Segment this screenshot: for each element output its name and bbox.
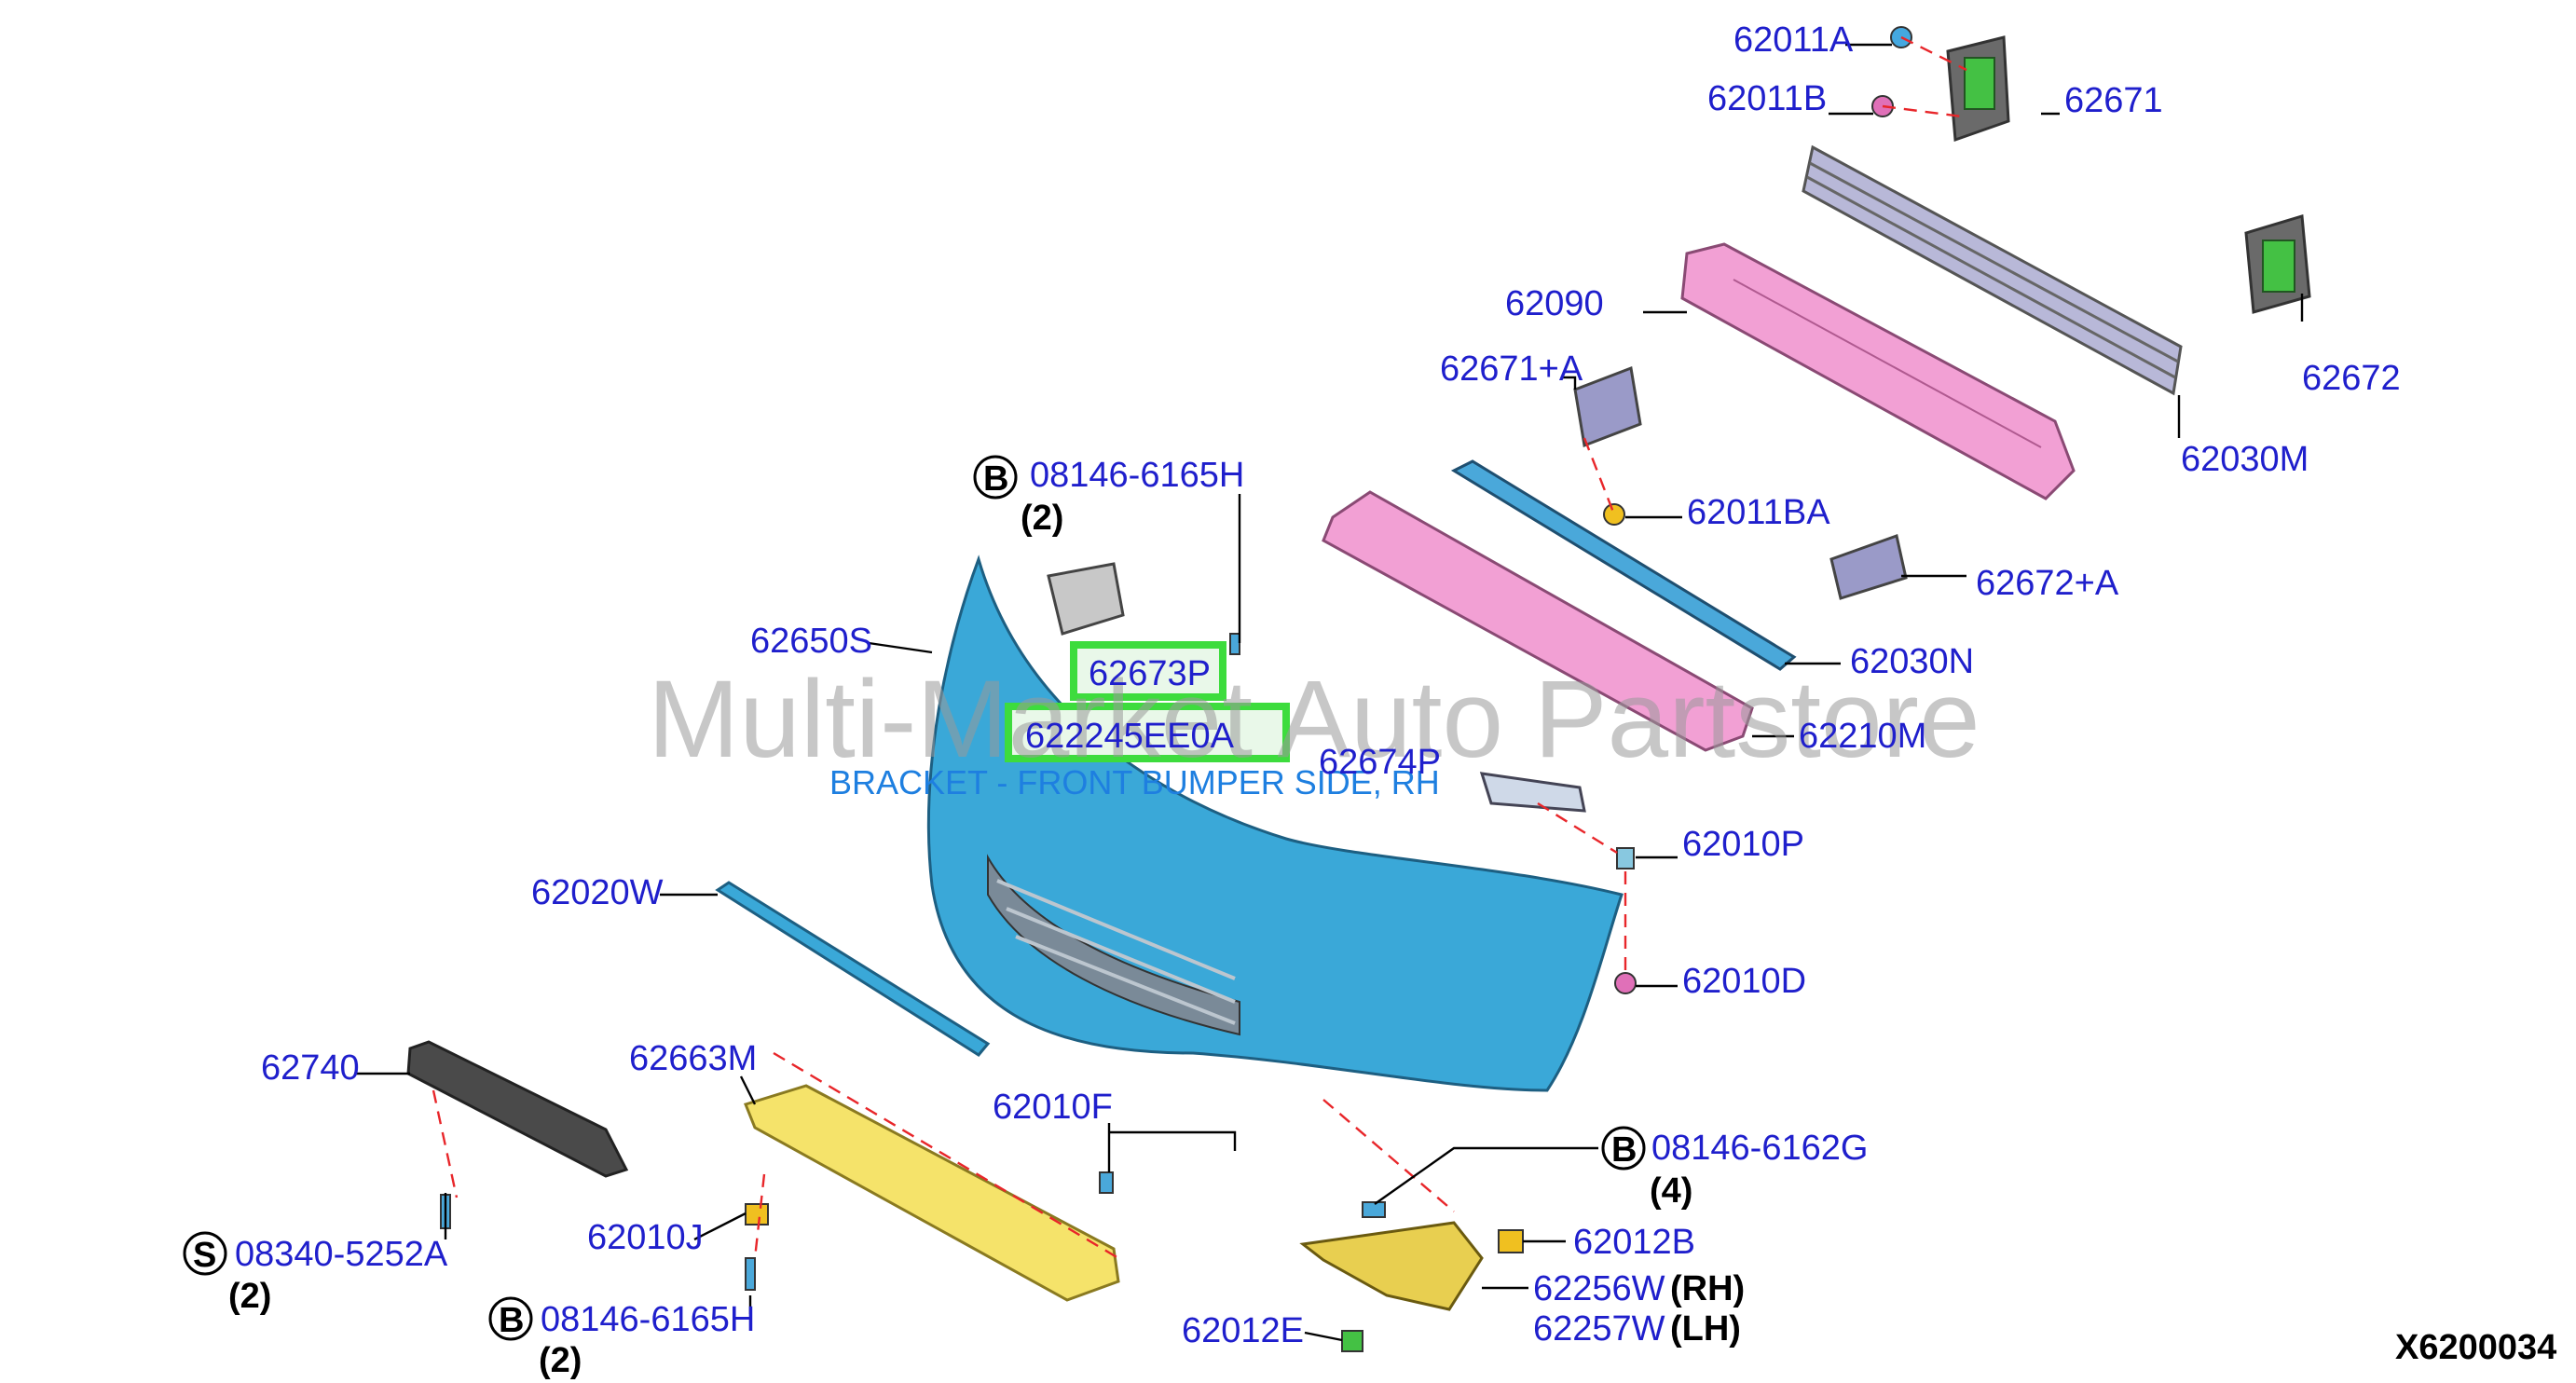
- bolt-symbol-bottom-letter: B: [499, 1301, 524, 1340]
- label-62011BA[interactable]: 62011BA: [1687, 493, 1830, 532]
- label-62671A[interactable]: 62671+A: [1440, 349, 1583, 389]
- qty-08146-6165H-bottom: (2): [539, 1341, 582, 1380]
- label-62020W[interactable]: 62020W: [531, 873, 664, 912]
- label-62663M[interactable]: 62663M: [629, 1039, 757, 1078]
- bracket-62671: [1946, 35, 2010, 143]
- label-62030M[interactable]: 62030M: [2181, 440, 2309, 479]
- clip-62012B-icon: [1498, 1229, 1524, 1253]
- qty-08146-6165H-top: (2): [1021, 499, 1063, 538]
- bumper-fascia-62650S: [926, 555, 1624, 1092]
- license-bracket-62740: [406, 1040, 629, 1178]
- clip-62010P-icon: [1616, 847, 1635, 870]
- undercover-62663M: [744, 1084, 1120, 1302]
- label-62671[interactable]: 62671: [2064, 81, 2163, 120]
- label-62673P[interactable]: 62673P: [1089, 654, 1211, 693]
- qty-08146-6162G: (4): [1650, 1171, 1692, 1211]
- reinforcement-bar-62030M: [1802, 144, 2183, 396]
- label-08340-5252A[interactable]: 08340-5252A: [235, 1235, 448, 1274]
- molding-62020W: [715, 881, 991, 1057]
- bracket-62671A: [1573, 365, 1642, 448]
- screw-symbol: [183, 1231, 227, 1276]
- clip-62011BA-icon: [1603, 503, 1625, 526]
- part-description: BRACKET - FRONT BUMPER SIDE, RH: [829, 763, 1440, 801]
- label-62256W[interactable]: 62256W: [1533, 1269, 1665, 1308]
- highlight-box-622245EE0A: [1005, 703, 1290, 762]
- label-62090[interactable]: 62090: [1505, 284, 1604, 323]
- label-rh: (RH): [1670, 1269, 1745, 1308]
- label-62672[interactable]: 62672: [2302, 359, 2401, 398]
- label-62010J[interactable]: 62010J: [587, 1218, 704, 1257]
- retainer-62030N: [1450, 459, 1797, 671]
- label-62740[interactable]: 62740: [261, 1048, 360, 1088]
- fender-bracket-62256W: [1299, 1221, 1484, 1311]
- label-62210M[interactable]: 62210M: [1799, 717, 1926, 756]
- label-08146-6165H-bottom[interactable]: 08146-6165H: [541, 1300, 755, 1339]
- label-62672A[interactable]: 62672+A: [1976, 564, 2119, 603]
- label-62010D[interactable]: 62010D: [1682, 962, 1806, 1001]
- label-62650S[interactable]: 62650S: [750, 622, 872, 661]
- label-62012E[interactable]: 62012E: [1182, 1311, 1304, 1350]
- label-62011A[interactable]: 62011A: [1733, 21, 1854, 60]
- label-08146-6165H-top[interactable]: 08146-6165H: [1030, 456, 1244, 495]
- bolt-08146-6162G-icon: [1362, 1201, 1386, 1218]
- watermark: Multi-Market Auto Partstore: [648, 658, 1980, 781]
- bolt-symbol-bottom: [488, 1296, 533, 1341]
- clip-62010F-icon: [1099, 1171, 1114, 1194]
- bolt-08146-6165H-top-icon: [1229, 633, 1240, 655]
- label-62030N[interactable]: 62030N: [1850, 642, 1974, 681]
- label-62011B[interactable]: 62011B: [1707, 79, 1827, 118]
- bolt-symbol-6162G-letter: B: [1611, 1130, 1637, 1170]
- energy-absorber-62090: [1680, 242, 2076, 500]
- label-622245EE0A[interactable]: 622245EE0A: [1025, 717, 1235, 756]
- label-62257W[interactable]: 62257W: [1533, 1309, 1665, 1349]
- screw-symbol-letter: S: [193, 1236, 216, 1275]
- label-62674P[interactable]: 62674P: [1319, 743, 1441, 782]
- bolt-symbol-top-letter: B: [983, 459, 1008, 499]
- clip-62010J-icon: [745, 1203, 769, 1226]
- bracket-62674P: [1479, 772, 1586, 813]
- label-62010P[interactable]: 62010P: [1682, 825, 1804, 864]
- highlight-box-62673P: [1070, 641, 1226, 701]
- clip-62012E-icon: [1341, 1330, 1363, 1352]
- bolt-symbol-top: [973, 455, 1018, 500]
- label-lh: (LH): [1670, 1309, 1741, 1349]
- label-62012B[interactable]: 62012B: [1573, 1223, 1695, 1262]
- qty-08340-5252A: (2): [228, 1277, 271, 1316]
- bracket-62672: [2244, 214, 2311, 314]
- bracket-62673P: [1047, 562, 1125, 636]
- bolt-symbol-6162G: [1601, 1126, 1646, 1171]
- clip-62010D-icon: [1614, 972, 1637, 994]
- diagram-id: X6200034: [2395, 1328, 2556, 1367]
- label-08146-6162G[interactable]: 08146-6162G: [1651, 1129, 1868, 1168]
- label-62010F[interactable]: 62010F: [993, 1088, 1113, 1127]
- absorber-62210M: [1322, 490, 1754, 752]
- bolt-08146-6165H-bottom-icon: [745, 1257, 756, 1291]
- bracket-62672A: [1829, 534, 1908, 600]
